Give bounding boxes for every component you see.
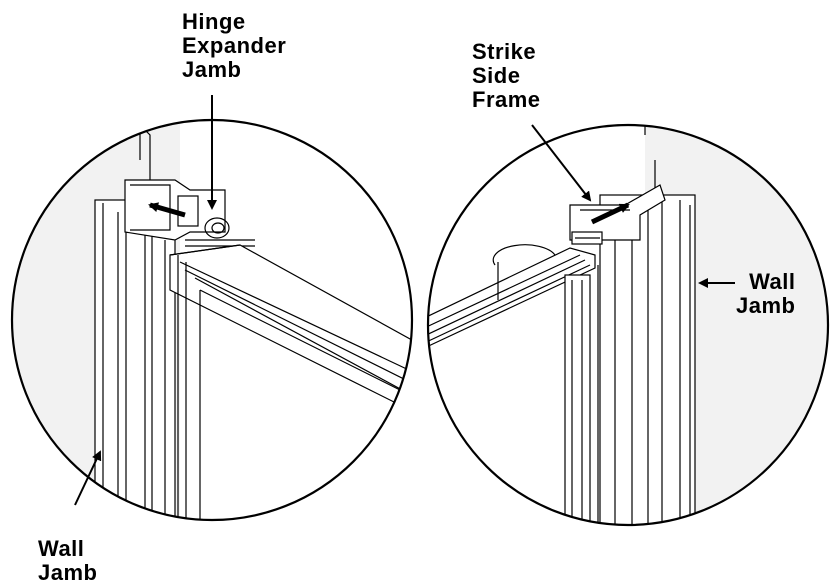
- label-line: Jamb: [182, 57, 242, 82]
- strike-side-frame-leader: [531, 124, 592, 202]
- label-line: Wall: [38, 536, 85, 561]
- right-door-frame: [428, 244, 599, 525]
- label-line: Side: [472, 63, 521, 88]
- leader-lines: [74, 95, 735, 506]
- right-detail-view: [426, 123, 830, 527]
- label-line: Hinge: [182, 9, 246, 34]
- left-wall-jamb-shape: [94, 199, 176, 520]
- right-wall-jamb-shape: [599, 194, 696, 525]
- label-line: Jamb: [736, 293, 796, 318]
- left-direction-arrow: [148, 202, 186, 218]
- label-line: Frame: [472, 87, 541, 112]
- left-door-frame: [169, 244, 412, 520]
- label-line: Wall: [749, 269, 796, 294]
- label-wall-jamb-right: Wall Jamb: [736, 270, 795, 318]
- label-line: Expander: [182, 33, 287, 58]
- right-detail-circle: [426, 123, 830, 527]
- wall-jamb-left-leader: [74, 450, 102, 506]
- label-hinge-expander-jamb: Hinge Expander Jamb: [182, 10, 286, 82]
- label-strike-side-frame: Strike Side Frame: [472, 40, 541, 112]
- label-line: Jamb: [38, 560, 98, 585]
- label-line: Strike: [472, 39, 537, 64]
- left-detail-view: [10, 118, 414, 522]
- right-direction-arrow: [590, 202, 630, 225]
- label-wall-jamb-left: Wall Jamb: [38, 537, 97, 585]
